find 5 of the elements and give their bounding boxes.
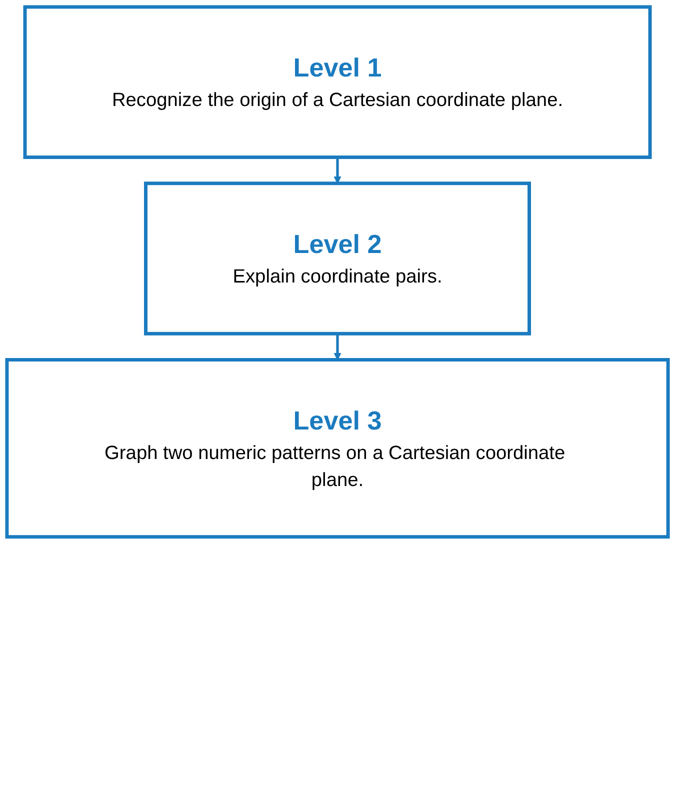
node-box: Level 3 Graph two numeric patterns on a Cartesian coordinate plane. <box>5 358 670 539</box>
arrow <box>334 157 342 184</box>
node-box: Level 2 Explain coordinate pairs. <box>144 182 531 336</box>
node-box: Level 1 Recognize the origin of a Cartesian coordinate plane. <box>23 5 652 159</box>
arrow <box>334 334 342 360</box>
